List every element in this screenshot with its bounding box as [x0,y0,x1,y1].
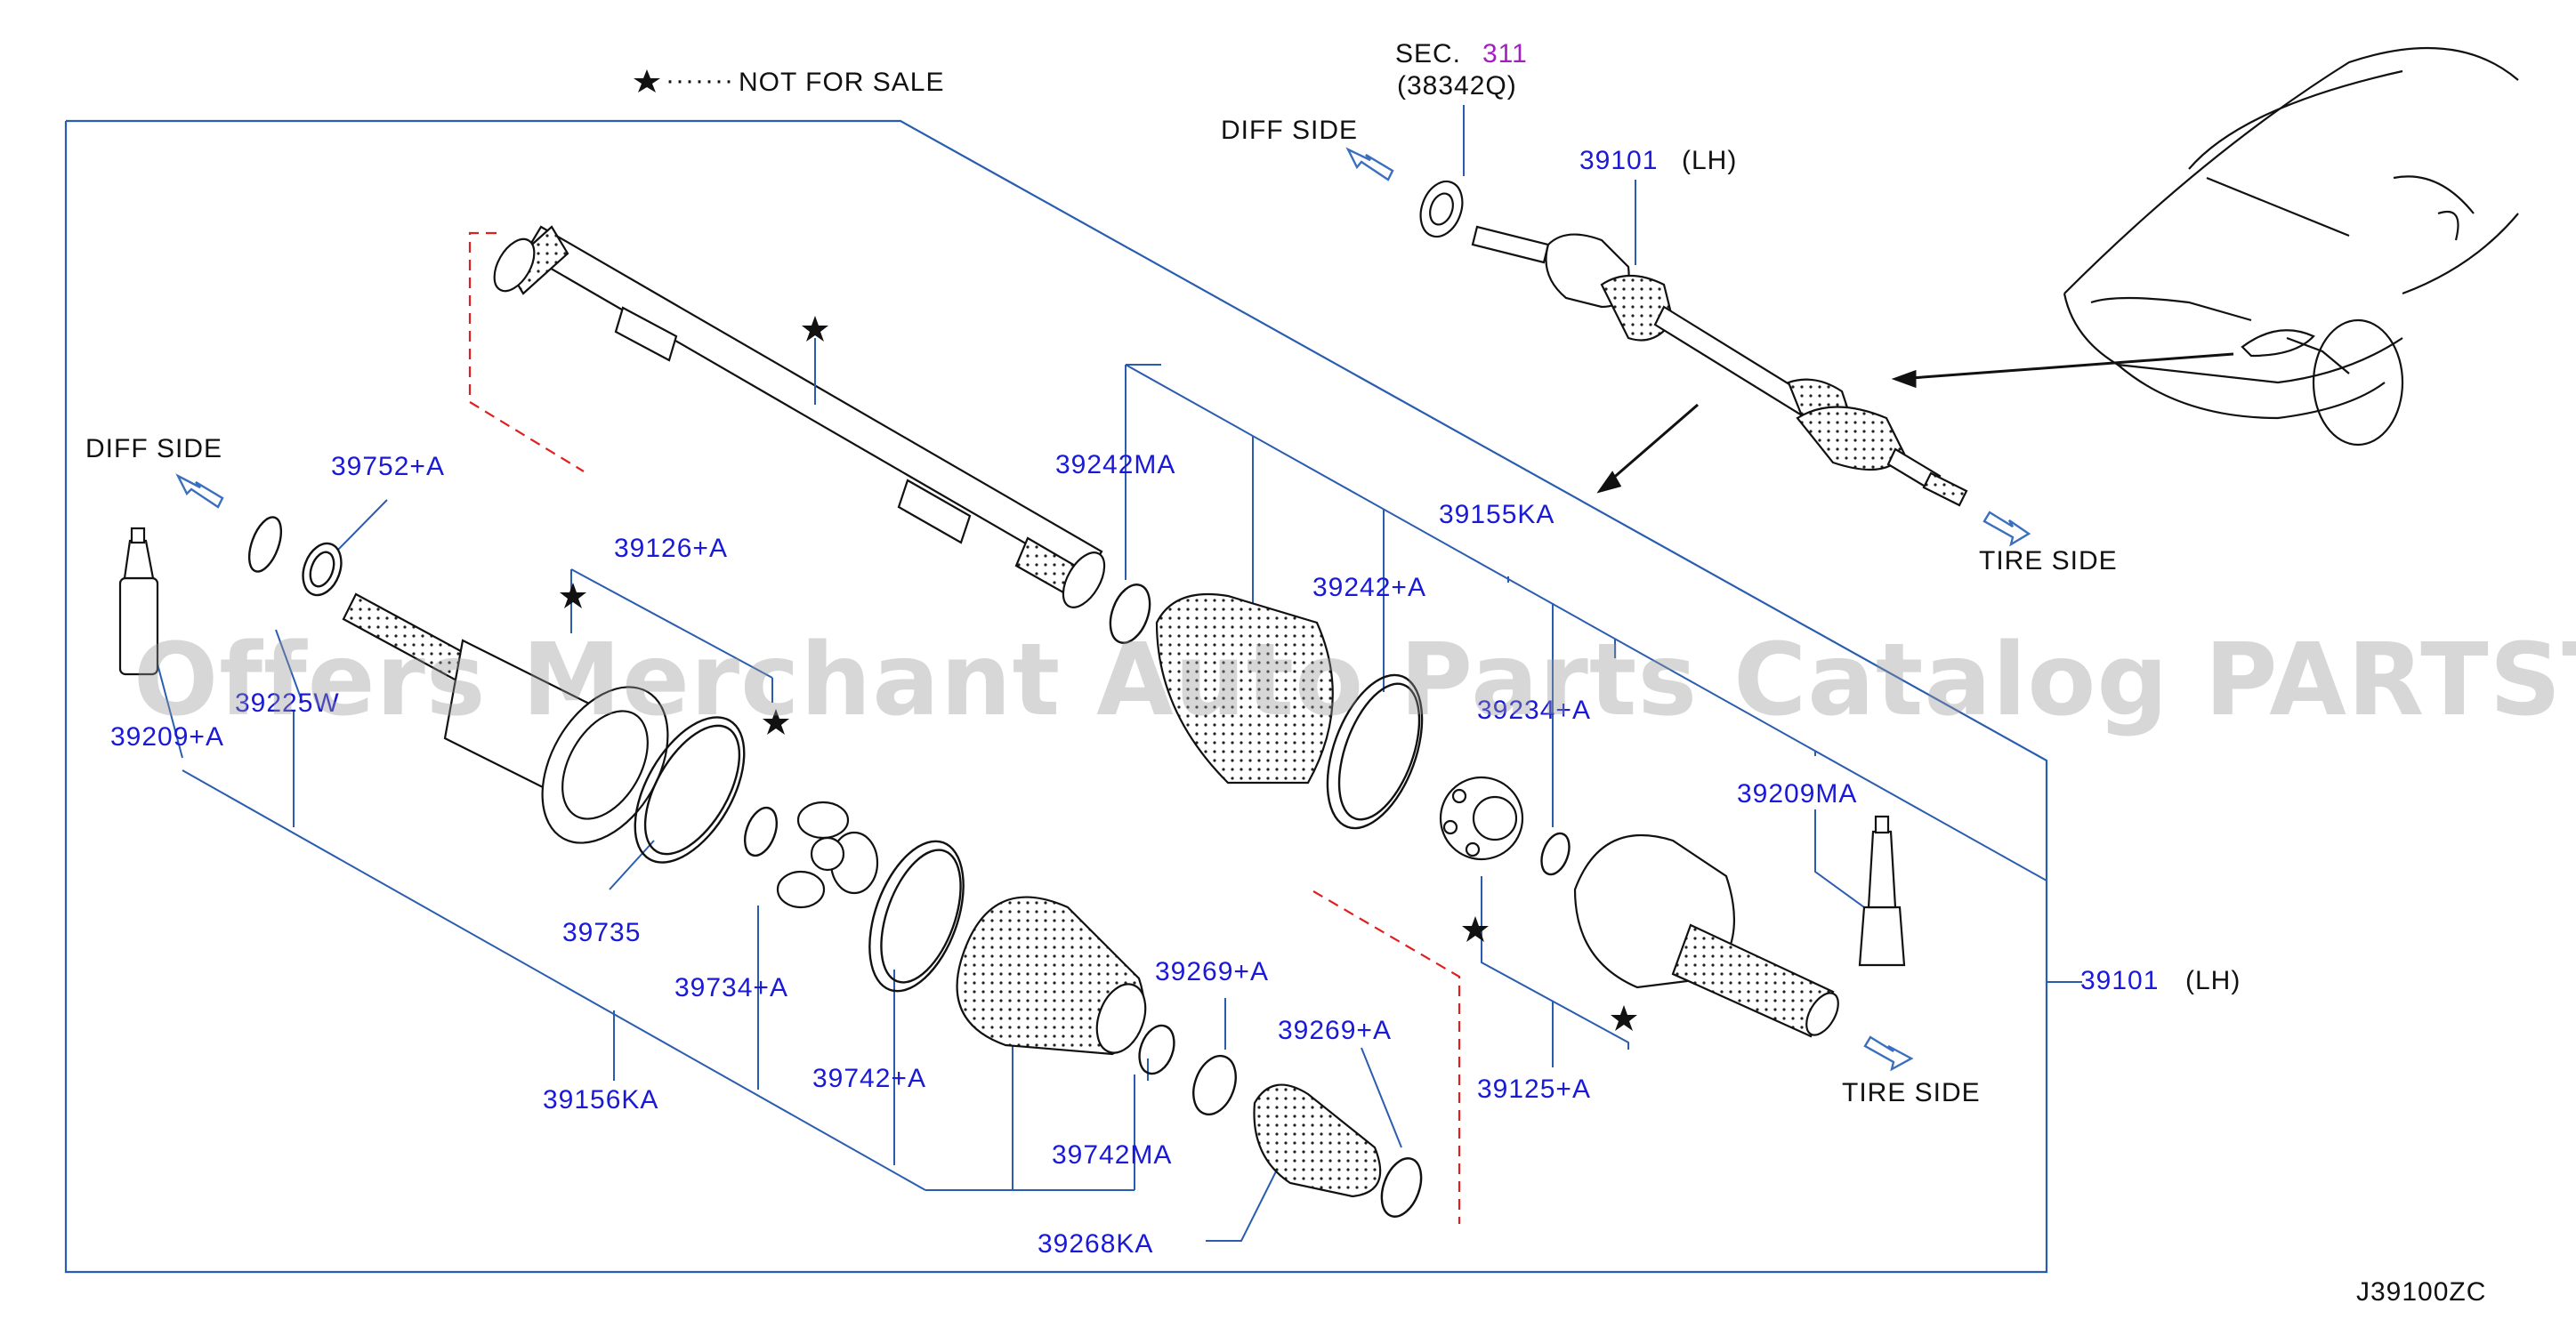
part-label-39209MA[interactable]: 39209MA [1737,779,1858,809]
part-label-39242MA[interactable]: 39242MA [1055,450,1176,479]
band-39242 [1326,673,1424,830]
part-label-39752A[interactable]: 39752+A [331,452,445,481]
part-label-39225W[interactable]: 39225W [235,688,340,718]
clamp-39742MA [1138,1024,1175,1075]
overview-sec-prefix: SEC. [1395,39,1462,68]
grease-tube-left [118,527,159,676]
overview-seal [1419,180,1464,238]
circlip-39735 [634,716,746,864]
part-label-39269A-2[interactable]: 39269+A [1278,1016,1392,1045]
clamp-39242MA [1109,584,1151,644]
band-39742 [868,840,965,993]
part-label-39742MA[interactable]: 39742MA [1052,1140,1173,1170]
overview-pointer-arrow [1596,352,2234,494]
shaft-dashed-marker [468,231,1461,1224]
part-label-39155KA[interactable]: 39155KA [1439,500,1555,529]
snap-ring-small [247,516,283,573]
part-label-39242A[interactable]: 39242+A [1312,573,1426,602]
grease-tube-right [1858,815,1906,967]
small-boot-39268KA [1253,1083,1382,1198]
watermark: Offers Merchant Auto Parts Catalog PARTS… [133,623,2576,738]
exploded-diff-side: DIFF SIDE [85,434,223,463]
snap-ring-39234 [1540,832,1571,876]
part-label-39269A-1[interactable]: 39269+A [1155,957,1269,986]
part-label-39209A[interactable]: 39209+A [110,722,224,752]
seal-39752 [302,542,343,597]
overview-sec-sub: (38342Q) [1397,71,1517,101]
legend-dots: ······· [666,66,734,95]
snap-ring-39734 [743,806,779,857]
part-label-39735[interactable]: 39735 [562,918,642,947]
ball-cage-39234 [1439,776,1524,942]
part-label-39234A[interactable]: 39234+A [1477,696,1591,725]
legend-star-icon [634,69,660,93]
overview-sec-number[interactable]: 311 [1482,39,1528,68]
overview-driveshaft [1471,225,1968,507]
outer-joint-39125 [1573,833,1839,1038]
legend-text: NOT FOR SALE [739,68,945,97]
clamp-39269-2 [1380,1157,1423,1218]
overview-shaft-side: (LH) [1682,146,1738,175]
intermediate-shaft [493,225,1106,608]
assembly-part[interactable]: 39101 [2080,966,2160,995]
exploded-tire-side: TIRE SIDE [1842,1078,1981,1107]
clamp-39269-1 [1192,1054,1237,1116]
part-label-39156KA[interactable]: 39156KA [543,1085,659,1115]
outer-boot [1155,592,1334,785]
leader-lines [150,105,2082,1242]
part-label-39125A[interactable]: 39125+A [1477,1075,1591,1104]
part-label-39126A[interactable]: 39126+A [614,534,728,563]
assembly-side: (LH) [2185,966,2241,995]
diagram-code: J39100ZC [2356,1277,2487,1307]
part-label-39268KA[interactable]: 39268KA [1038,1229,1154,1259]
inner-boot [956,896,1147,1056]
direction-arrow-icons [175,147,2031,1072]
inner-housing [342,583,669,844]
overview-shaft-part[interactable]: 39101 [1579,146,1659,175]
part-label-39734A[interactable]: 39734+A [674,973,788,1002]
part-label-39742A[interactable]: 39742+A [812,1064,926,1093]
spider-assembly [763,709,879,909]
car-sketch [2063,46,2519,447]
overview-tire-side: TIRE SIDE [1979,546,2118,575]
exploded-view-frame [64,119,2048,1274]
overview-diff-side: DIFF SIDE [1221,116,1359,145]
